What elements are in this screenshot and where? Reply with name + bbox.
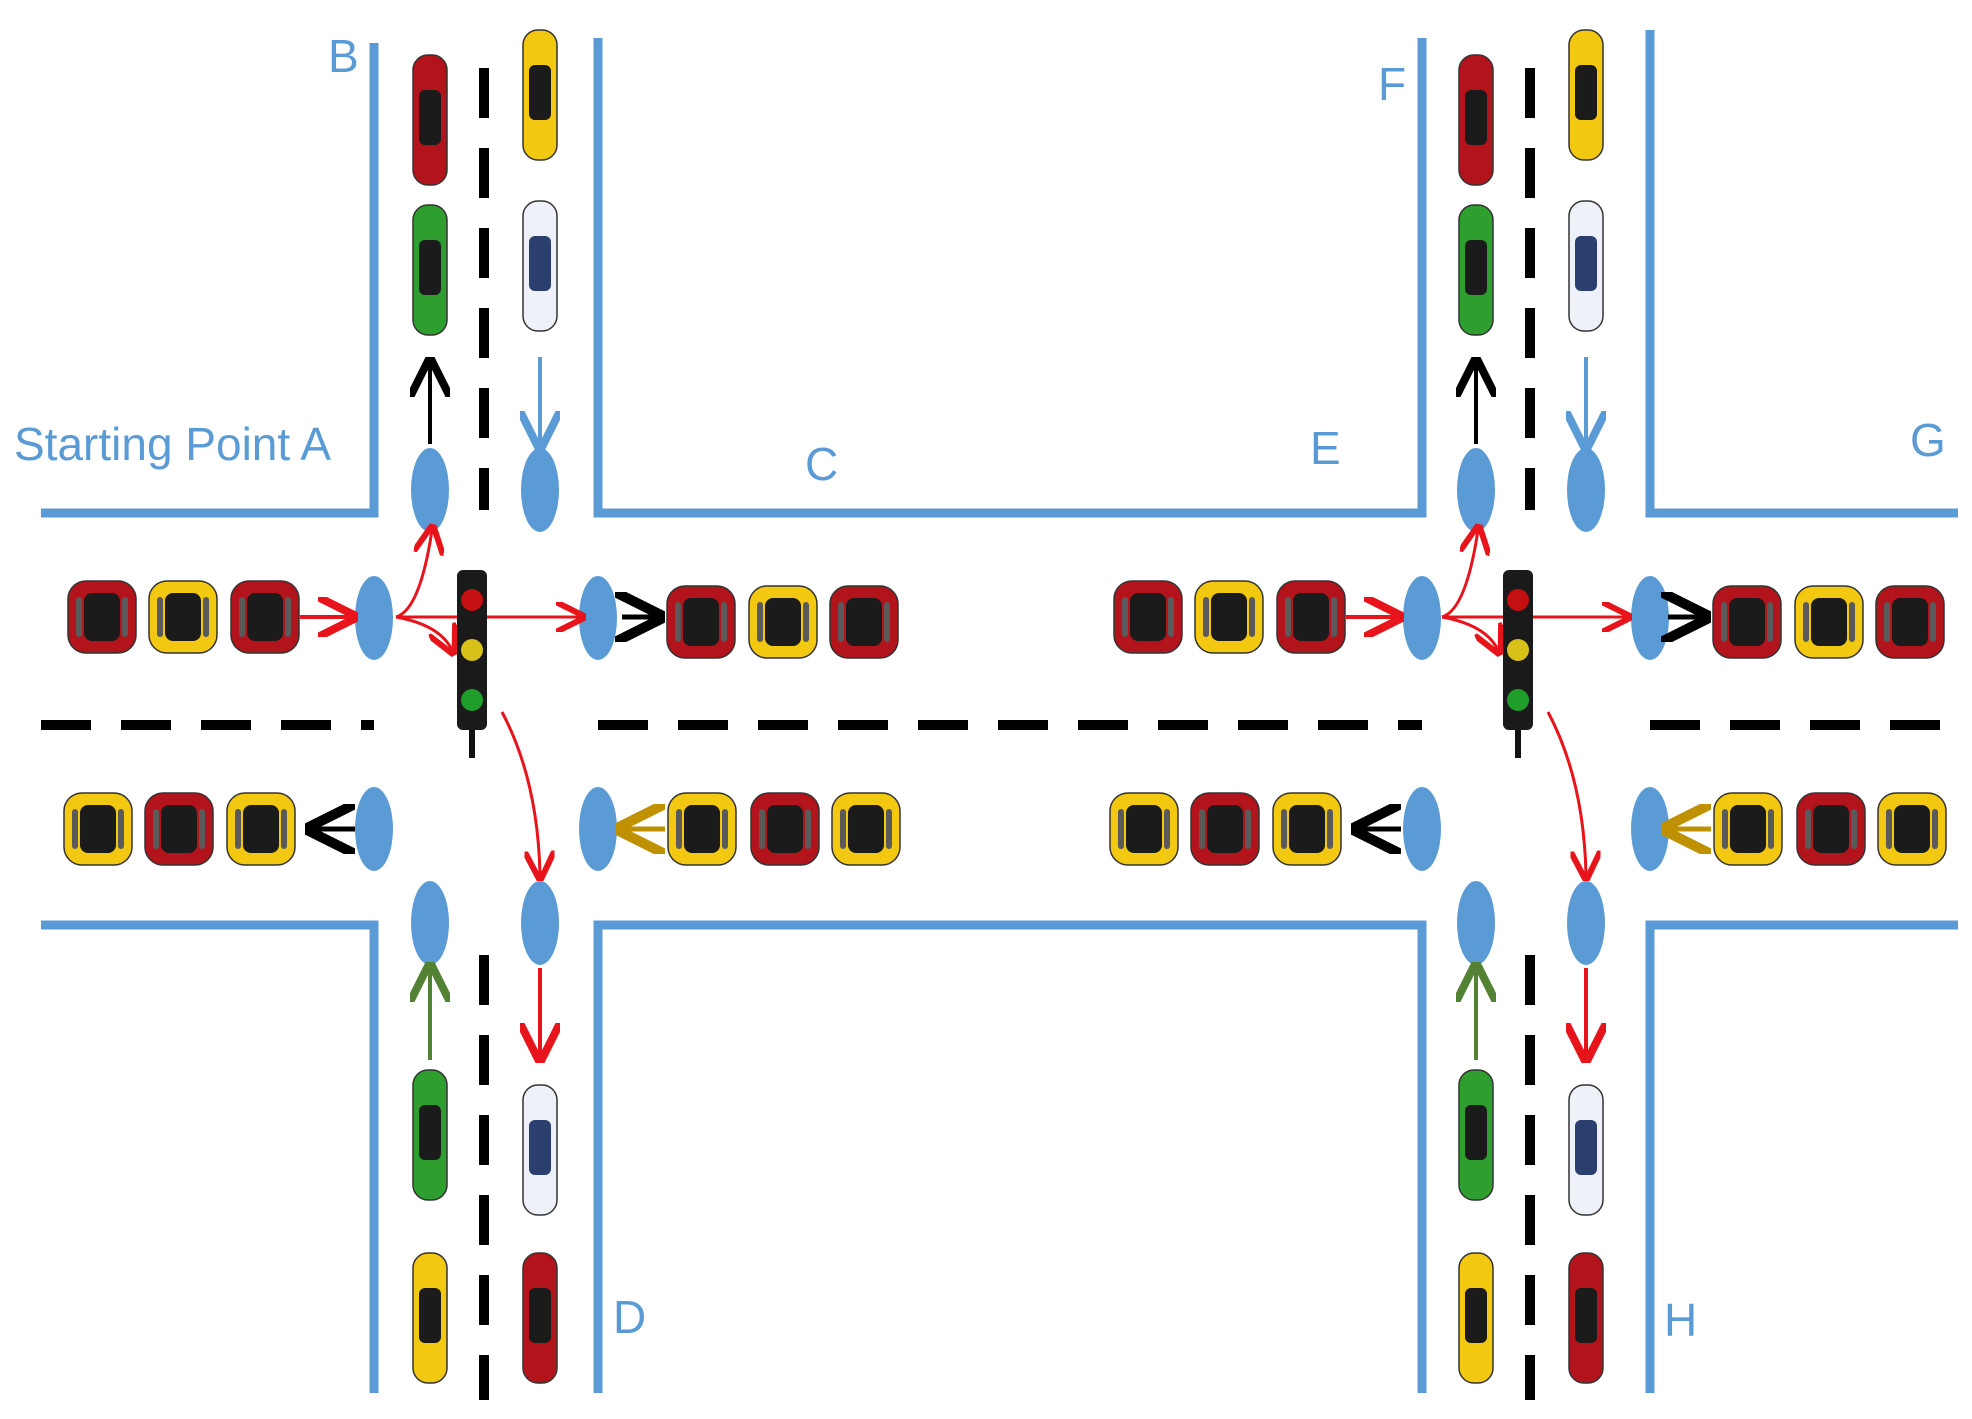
traffic-lights	[457, 570, 1533, 758]
car-icon	[144, 792, 214, 866]
car-icon	[748, 585, 818, 659]
lane-markings	[41, 68, 1958, 1400]
car-icon	[1796, 792, 1866, 866]
car-icon	[1875, 585, 1945, 659]
car-icon	[1568, 200, 1604, 332]
sensor-icon	[1631, 787, 1669, 871]
sensor-icon	[1457, 448, 1495, 532]
car-icon	[1458, 1069, 1494, 1201]
label-h: H	[1664, 1294, 1697, 1346]
car-icon	[667, 792, 737, 866]
car-icon	[412, 1252, 448, 1384]
sensor-icon	[1403, 787, 1441, 871]
car-icon	[1712, 585, 1782, 659]
sensor-icon	[579, 787, 617, 871]
label-b: B	[328, 30, 359, 82]
car-icon	[412, 1069, 448, 1201]
flow-arrow	[395, 615, 452, 650]
road-edge-ne-right	[1645, 30, 1958, 518]
sensor-icon	[411, 881, 449, 965]
sensor-icon	[579, 576, 617, 660]
road-edge-se-right	[1645, 920, 1958, 1393]
car-icon	[1458, 54, 1494, 186]
sensor-icon	[1567, 448, 1605, 532]
car-icon	[226, 792, 296, 866]
flow-arrow	[1546, 711, 1586, 875]
flow-arrow	[1441, 530, 1478, 619]
sensor-icon	[521, 881, 559, 965]
label-d: D	[613, 1291, 646, 1343]
sensor-icon	[521, 448, 559, 532]
car-icon	[522, 29, 558, 161]
sensor-icon	[411, 448, 449, 532]
car-icon	[522, 1084, 558, 1216]
road-edge-s-between	[593, 920, 1427, 1393]
car-icon	[666, 585, 736, 659]
road-edge-nw-left	[41, 43, 379, 518]
flow-arrow	[500, 711, 540, 875]
car-icon	[1109, 792, 1179, 866]
road-edge-sw-left	[41, 920, 379, 1393]
sensor-icon	[355, 576, 393, 660]
sensor-icon	[1631, 576, 1669, 660]
car-icon	[1194, 580, 1264, 654]
label-f: F	[1378, 58, 1406, 110]
road-edge-n-between	[593, 38, 1427, 518]
car-icon	[1568, 29, 1604, 161]
car-icon	[1458, 1252, 1494, 1384]
car-icon	[1568, 1084, 1604, 1216]
car-icon	[1713, 792, 1783, 866]
sensors	[355, 448, 1669, 965]
car-icon	[831, 792, 901, 866]
car-icon	[1276, 580, 1346, 654]
labels: Starting Point A B C D E F G H	[14, 30, 1946, 1346]
car-icon	[1568, 1252, 1604, 1384]
car-icon	[1794, 585, 1864, 659]
flow-arrow	[1441, 615, 1498, 650]
car-icon	[67, 580, 137, 654]
car-icon	[1877, 792, 1947, 866]
car-icon	[412, 54, 448, 186]
flow-arrow	[395, 530, 432, 619]
car-icon	[1272, 792, 1342, 866]
car-icon	[63, 792, 133, 866]
label-g: G	[1910, 414, 1946, 466]
sensor-icon	[355, 787, 393, 871]
sensor-icon	[1567, 881, 1605, 965]
car-icon	[148, 580, 218, 654]
cars	[63, 29, 1947, 1384]
traffic-light-icon	[457, 570, 487, 758]
sensor-icon	[1403, 576, 1441, 660]
car-icon	[1190, 792, 1260, 866]
car-icon	[829, 585, 899, 659]
label-starting-point-a: Starting Point A	[14, 418, 331, 470]
car-icon	[412, 204, 448, 336]
road-edges	[41, 30, 1958, 1393]
car-icon	[750, 792, 820, 866]
car-icon	[230, 580, 300, 654]
label-e: E	[1310, 422, 1341, 474]
car-icon	[522, 200, 558, 332]
sensor-icon	[1457, 881, 1495, 965]
label-c: C	[805, 438, 838, 490]
car-icon	[1458, 204, 1494, 336]
arrows	[300, 357, 1711, 1060]
traffic-light-icon	[1503, 570, 1533, 758]
car-icon	[1113, 580, 1183, 654]
car-icon	[522, 1252, 558, 1384]
